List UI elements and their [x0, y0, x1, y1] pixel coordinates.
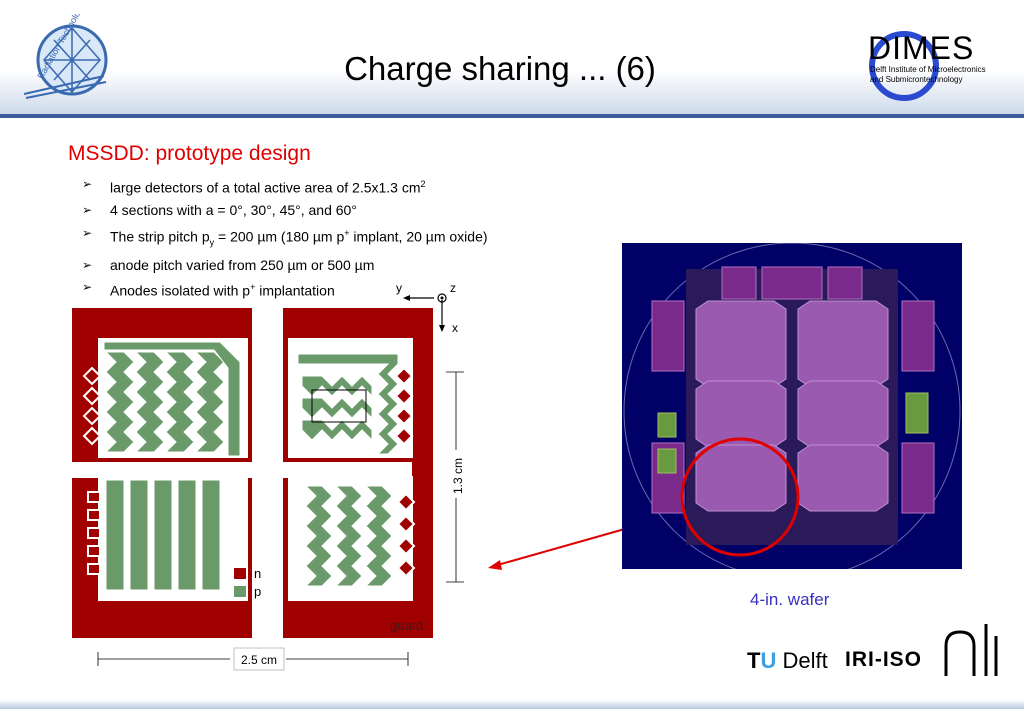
bullet-item: ➢The strip pitch py = 200 µm (180 µm p+ …	[82, 222, 488, 254]
footer-band	[0, 700, 1024, 709]
tudelft-logo: TU Delft	[747, 648, 828, 673]
arrow-bullet-icon: ➢	[82, 280, 93, 295]
bullet-list: ➢large detectors of a total active area …	[82, 173, 488, 302]
bullet-item: ➢Anodes isolated with p+ implantation	[82, 276, 488, 302]
guard-label: guard	[390, 618, 423, 633]
wafer-label: 4-in. wafer	[750, 590, 830, 609]
arrow-bullet-icon: ➢	[82, 257, 93, 272]
center-gap	[72, 462, 412, 478]
detector-layout-diagram: y z x 1.3 cm 2.5 cm n p guard	[72, 281, 465, 671]
arrow-bullet-icon: ➢	[82, 225, 93, 240]
arrow-bullet-icon: ➢	[82, 177, 93, 191]
legend-p-swatch	[234, 586, 246, 597]
legend-n-swatch	[234, 568, 246, 579]
bullet-item: ➢4 sections with a = 0°, 30°, 45°, and 6…	[82, 199, 488, 222]
header-divider	[0, 114, 1024, 118]
zoom-box	[311, 389, 367, 423]
legend-n-label: n	[254, 566, 261, 581]
radiation-technology-logo-icon: Radiation Technology	[23, 14, 108, 99]
axis-z-label: z	[450, 281, 456, 295]
height-dimension-label: 1.3 cm	[451, 458, 465, 494]
wafer-highlight-circle	[680, 437, 800, 557]
header-band	[0, 0, 1024, 118]
dimes-logo-icon	[869, 31, 939, 101]
iri-building-logo-icon	[944, 624, 998, 676]
axis-y-label: y	[396, 281, 402, 295]
page-title: Charge sharing ... (6)	[344, 50, 656, 87]
dimes-logo-subtext: Delft Institute of Microelectronics and …	[870, 65, 986, 84]
bullet-item: ➢large detectors of a total active area …	[82, 173, 488, 199]
width-dimension-label: 2.5 cm	[241, 653, 277, 667]
legend-p-label: p	[254, 584, 261, 599]
axis-x-label: x	[452, 321, 458, 335]
section-subtitle: MSSDD: prototype design	[68, 142, 311, 165]
wafer-image	[622, 243, 962, 569]
arrow-bullet-icon: ➢	[82, 203, 93, 218]
iri-iso-logo: IRI-ISO	[845, 648, 923, 671]
dimes-logo-text: DIMES	[868, 30, 975, 66]
bullet-item: ➢anode pitch varied from 250 µm or 500 µ…	[82, 254, 488, 277]
